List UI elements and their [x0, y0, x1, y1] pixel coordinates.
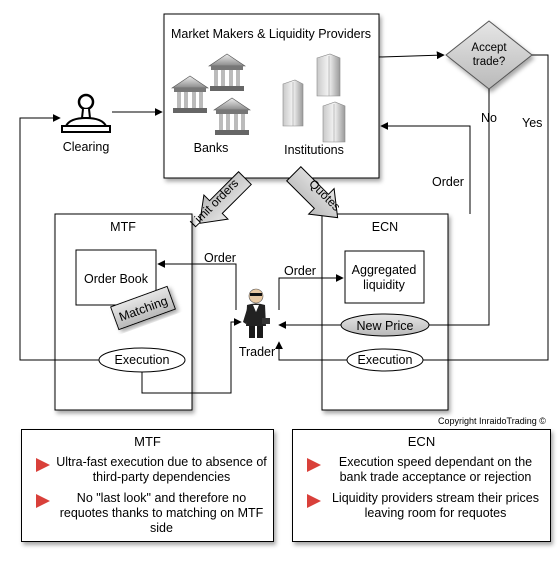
- mtf-execution-to-trader-connector: [141, 318, 242, 394]
- no-path-connector: [429, 89, 490, 326]
- ecn-notes-panel: ECN Execution speed dependant on the ban…: [292, 429, 551, 542]
- execution-to-clearing-connector: [19, 114, 99, 361]
- mtf-execution-label: Execution: [115, 353, 170, 367]
- ecn-note-item: Liquidity providers stream their prices …: [293, 491, 550, 521]
- copyright-notice: Copyright InraidoTrading ©: [438, 416, 546, 426]
- mtf-note-item: No "last look" and therefore no requotes…: [22, 491, 273, 536]
- clearing-stamp-icon: [61, 93, 111, 133]
- mtf-note-text: No "last look" and therefore no requotes…: [59, 491, 264, 535]
- bank-icon: [171, 75, 209, 113]
- order-mtf-label: Order: [204, 251, 236, 265]
- office-building-icon: [282, 79, 304, 127]
- limit-orders-arrow: [199, 171, 252, 224]
- decision-line1: Accept: [471, 42, 507, 54]
- order-ecn-label: Order: [284, 264, 316, 278]
- bullet-triangle-icon: [36, 458, 50, 472]
- decision-line2: trade?: [473, 56, 506, 68]
- mtf-notes-title: MTF: [134, 434, 161, 449]
- bank-icon: [208, 53, 246, 91]
- office-building-icon: [322, 101, 346, 143]
- clearing-label: Clearing: [63, 140, 110, 154]
- ecn-note-item: Execution speed dependant on the bank tr…: [293, 455, 550, 485]
- ecn-box: [321, 213, 449, 411]
- trader-to-ecn-order-connector: [278, 274, 344, 310]
- bullet-triangle-icon: [36, 494, 50, 508]
- aggregated-line1: Aggregated: [352, 263, 417, 277]
- office-building-icon: [316, 53, 341, 97]
- aggregated-line2: liquidity: [363, 278, 405, 292]
- bullet-triangle-icon: [307, 494, 321, 508]
- flow-diagram: Market Makers & Liquidity Providers Bank…: [19, 13, 549, 411]
- ecn-notes-title: ECN: [407, 434, 436, 449]
- trader-label: Trader: [239, 345, 275, 359]
- yes-label: Yes: [522, 116, 542, 130]
- mtf-title: MTF: [110, 220, 136, 234]
- order-right-label: Order: [432, 175, 464, 189]
- ecn-note-text: Liquidity providers stream their prices …: [331, 491, 540, 520]
- ecn-order-to-mm-connector: [380, 122, 471, 214]
- accept-trade-decision: [445, 20, 533, 90]
- ecn-note-text: Execution speed dependant on the bank tr…: [338, 455, 533, 484]
- banks-label: Banks: [194, 141, 229, 155]
- trader-to-mtf-order-connector: [157, 260, 237, 310]
- yes-path-connector: [423, 54, 549, 361]
- mtf-notes-panel: MTF Ultra-fast execution due to absence …: [21, 429, 274, 542]
- market-makers-title: Market Makers & Liquidity Providers: [171, 27, 371, 41]
- aggregated-liquidity-box: [344, 250, 425, 304]
- new-price-label: New Price: [357, 319, 414, 333]
- trader-icon: [243, 288, 270, 338]
- bank-icon: [213, 97, 251, 135]
- ecn-title: ECN: [372, 220, 398, 234]
- mtf-note-item: Ultra-fast execution due to absence of t…: [22, 455, 273, 485]
- bullet-triangle-icon: [307, 458, 321, 472]
- matching-box: [110, 285, 176, 331]
- order-book-label: Order Book: [84, 272, 149, 286]
- quotes-arrow: [286, 166, 339, 219]
- mtf-note-text: Ultra-fast execution due to absence of t…: [56, 455, 267, 484]
- mm-to-decision-connector: [378, 51, 445, 60]
- ecn-execution-to-trader-connector: [275, 341, 347, 361]
- institutions-label: Institutions: [284, 143, 344, 157]
- ecn-execution-label: Execution: [358, 353, 413, 367]
